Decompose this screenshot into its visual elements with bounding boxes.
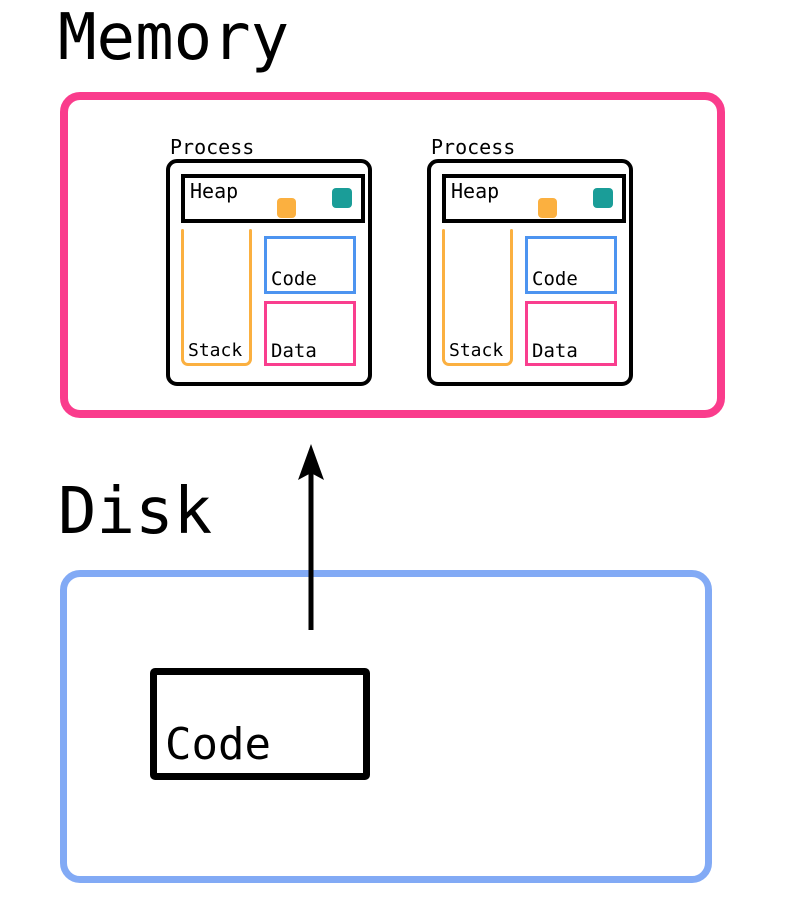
process-1-heap-box[interactable]: Heap [181, 174, 365, 223]
process-2-code-label: Code [532, 268, 578, 290]
process-1-data-label: Data [271, 340, 317, 362]
process-1-heap-chunk-teal-icon [332, 188, 352, 208]
process-2[interactable]: Process Heap Stack Code Data [427, 136, 633, 386]
process-1-data-box[interactable]: Data [264, 301, 356, 366]
process-1-code-label: Code [271, 268, 317, 290]
process-2-heap-chunk-teal-icon [593, 188, 613, 208]
process-1[interactable]: Process Heap Stack Code Data [166, 136, 372, 386]
disk-code-box[interactable]: Code [150, 668, 370, 780]
process-2-box: Heap Stack Code Data [427, 159, 633, 386]
process-1-stack-box[interactable]: Stack [181, 229, 252, 366]
process-1-heap-label: Heap [190, 179, 239, 203]
process-2-heap-label: Heap [451, 179, 500, 203]
process-2-data-box[interactable]: Data [525, 301, 617, 366]
process-2-data-label: Data [532, 340, 578, 362]
process-1-label: Process [170, 135, 255, 159]
memory-container: Process Heap Stack Code Data [60, 92, 725, 418]
process-1-box: Heap Stack Code Data [166, 159, 372, 386]
process-2-stack-label: Stack [449, 340, 504, 361]
process-2-code-box[interactable]: Code [525, 236, 617, 294]
process-1-stack-label: Stack [188, 340, 243, 361]
process-2-stack-box[interactable]: Stack [442, 229, 513, 366]
process-2-heap-chunk-orange-icon [538, 198, 557, 218]
memory-section-title: Memory [58, 1, 290, 75]
process-1-code-box[interactable]: Code [264, 236, 356, 294]
process-2-heap-box[interactable]: Heap [442, 174, 626, 223]
process-1-heap-chunk-orange-icon [277, 198, 296, 218]
process-2-label: Process [431, 135, 516, 159]
disk-code-label: Code [165, 719, 271, 770]
disk-section-title: Disk [58, 475, 213, 549]
